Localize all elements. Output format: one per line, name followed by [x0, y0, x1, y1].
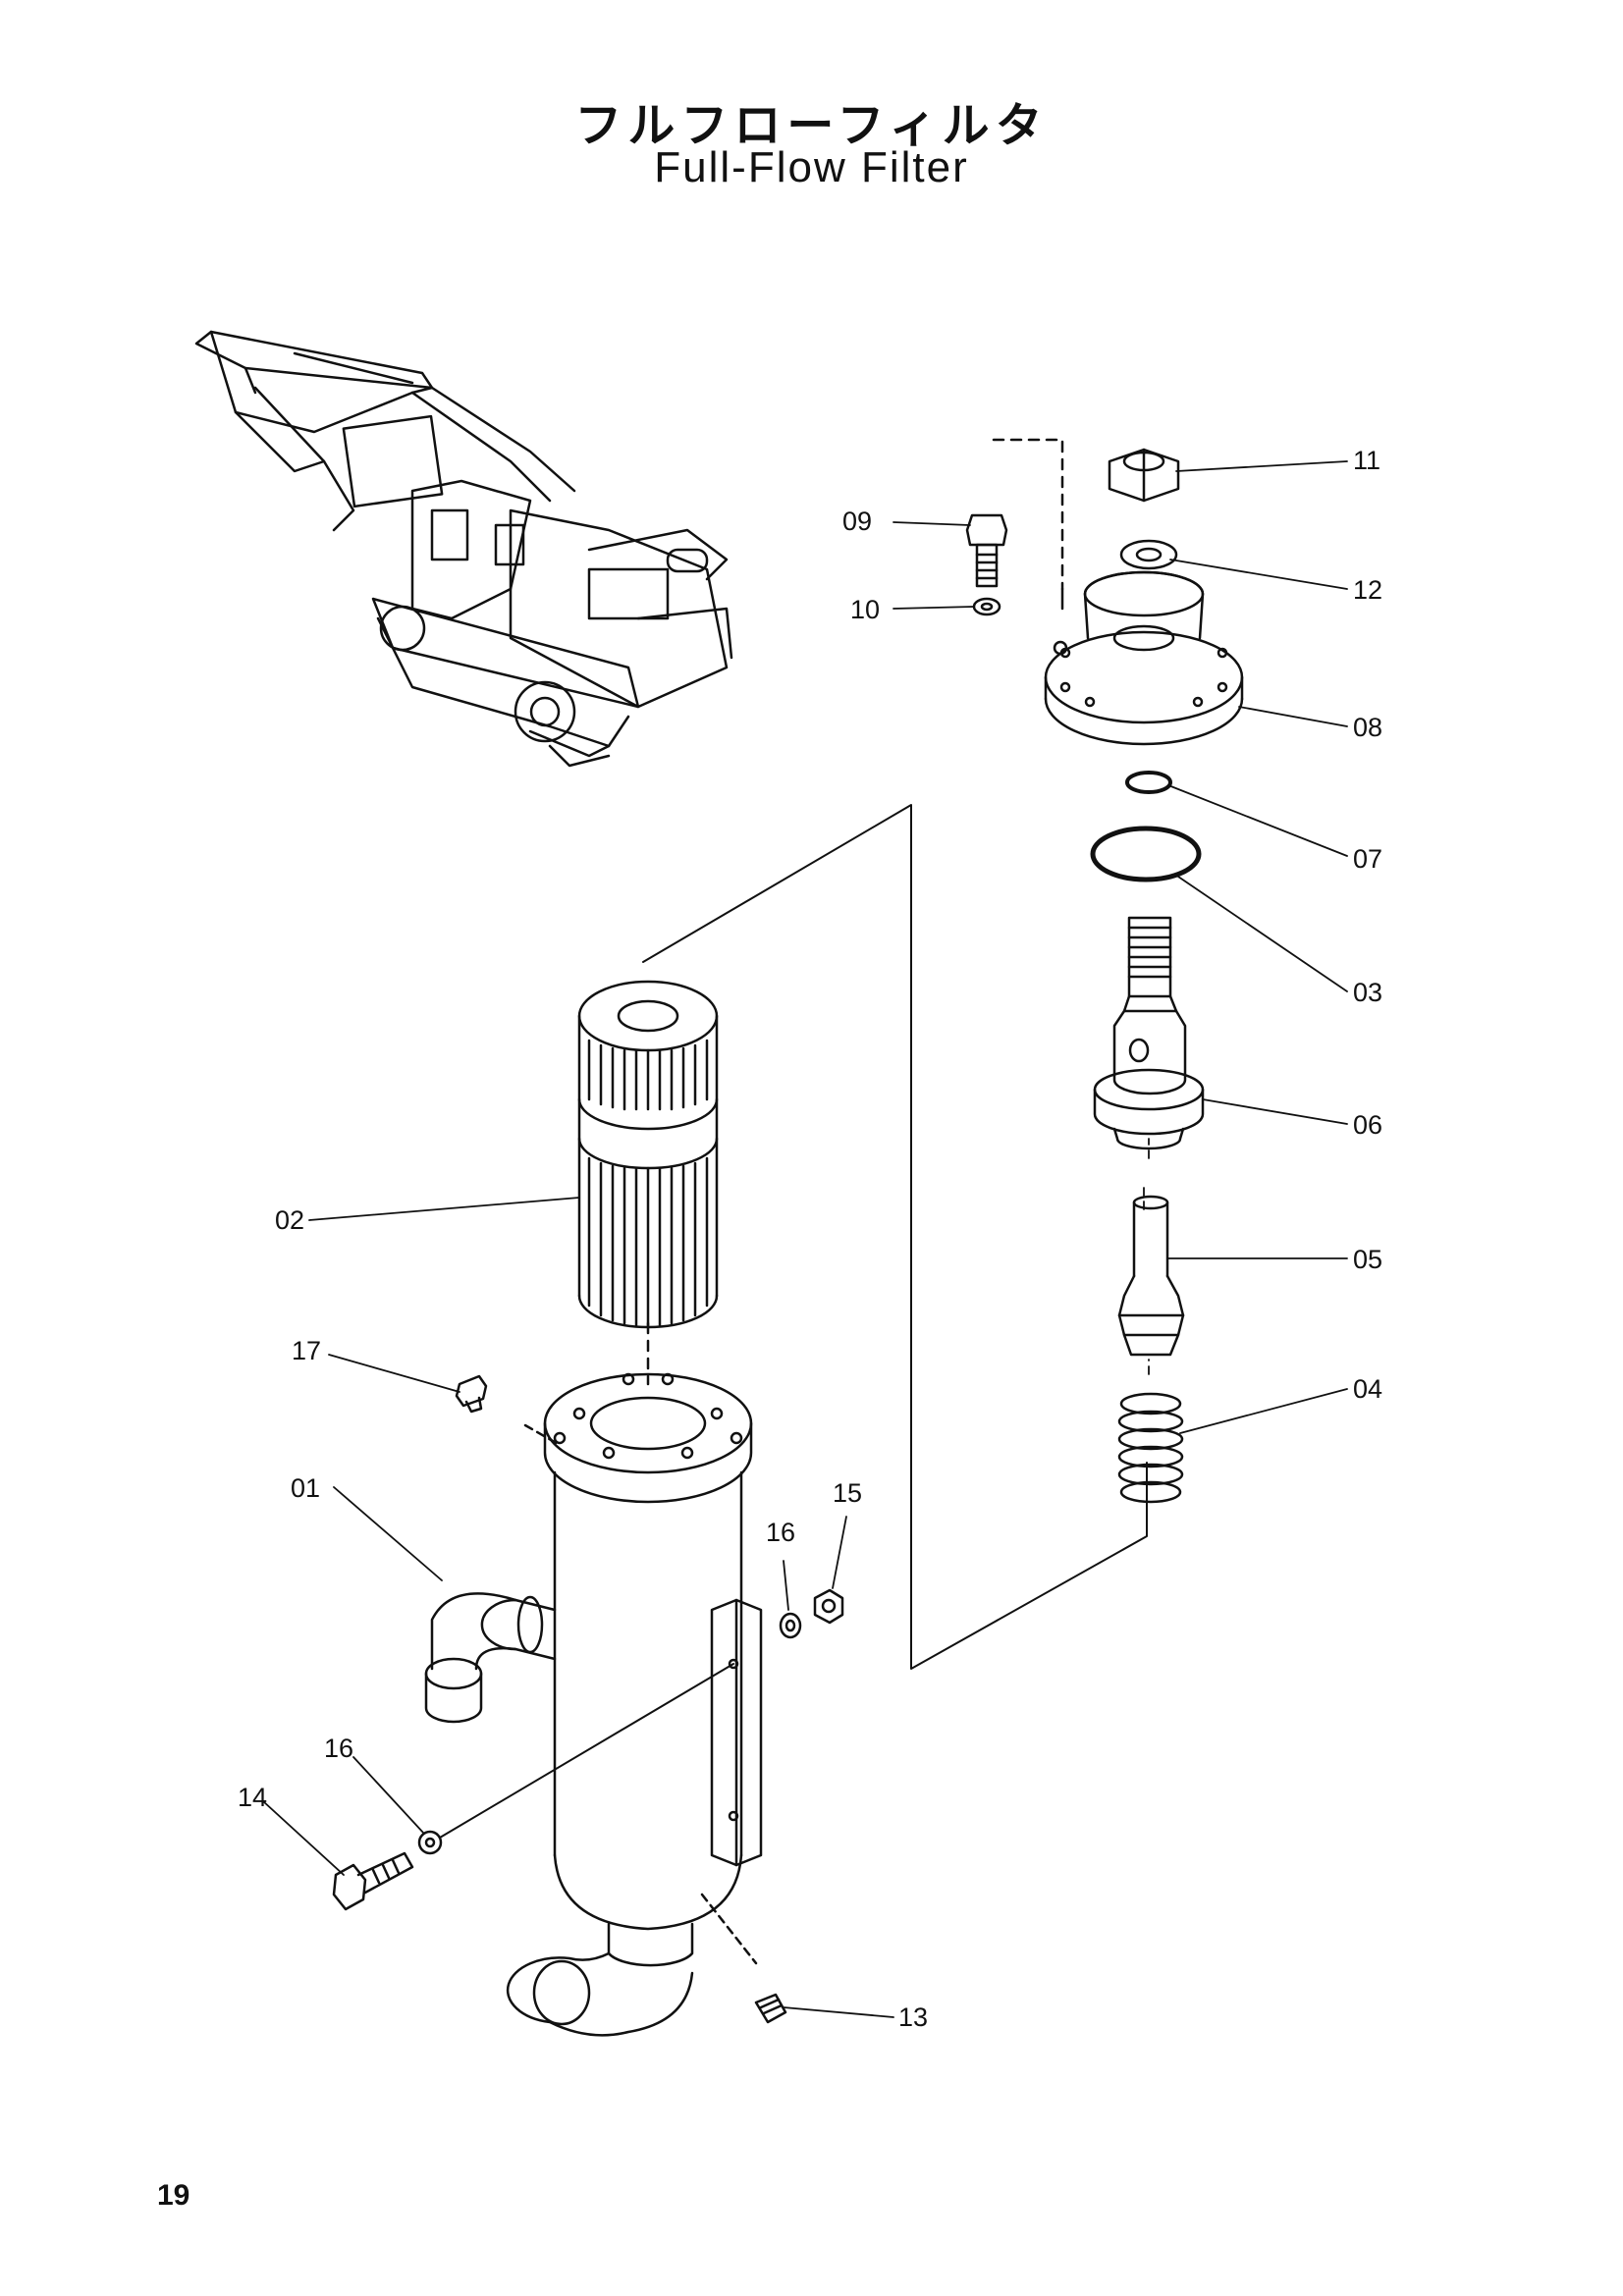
page-title-english: Full-Flow Filter — [654, 143, 969, 191]
label-03: 03 — [1353, 978, 1382, 1007]
label-14: 14 — [238, 1783, 267, 1812]
label-17: 17 — [292, 1336, 321, 1365]
part-16-washer-upper — [779, 1612, 802, 1639]
label-10: 10 — [850, 595, 880, 624]
part-04-spring — [1117, 1392, 1184, 1504]
part-11-nut — [1108, 448, 1180, 503]
label-04: 04 — [1353, 1374, 1382, 1404]
part-08-cover — [1044, 570, 1244, 746]
part-07-o-ring — [1125, 771, 1172, 794]
label-08: 08 — [1353, 713, 1382, 742]
part-01-filter-housing — [424, 1372, 763, 2037]
label-16-lower: 16 — [324, 1734, 353, 1763]
part-05-plunger — [1117, 1195, 1185, 1357]
page-title-japanese: フルフローフィルタ — [574, 98, 1049, 153]
label-05: 05 — [1353, 1245, 1382, 1274]
page-number: 19 — [157, 2179, 190, 2212]
part-17-plug — [455, 1374, 488, 1414]
label-12: 12 — [1353, 575, 1382, 605]
label-06: 06 — [1353, 1110, 1382, 1140]
part-labels: 09 10 11 12 08 07 03 06 05 04 02 17 01 1… — [238, 446, 1382, 2032]
part-14-bolt — [332, 1851, 414, 1911]
part-03-o-ring — [1090, 826, 1202, 882]
part-10-washer — [972, 597, 1001, 616]
label-16-upper: 16 — [766, 1518, 795, 1547]
label-11: 11 — [1353, 446, 1380, 475]
label-15: 15 — [833, 1478, 862, 1508]
leader-lines — [262, 460, 1348, 2018]
label-13: 13 — [898, 2002, 928, 2032]
excavator-illustration — [194, 330, 733, 768]
part-06-valve-body — [1093, 916, 1205, 1150]
label-09: 09 — [842, 507, 872, 536]
label-01: 01 — [291, 1473, 320, 1503]
part-09-bolt — [965, 513, 1008, 588]
part-12-spring-washer — [1119, 539, 1178, 570]
label-02: 02 — [275, 1205, 304, 1235]
part-15-nut — [813, 1588, 844, 1625]
part-13-plug — [754, 1993, 787, 2024]
part-16-washer-lower — [417, 1830, 443, 1855]
part-02-filter-element — [577, 980, 719, 1329]
label-07: 07 — [1353, 844, 1382, 874]
